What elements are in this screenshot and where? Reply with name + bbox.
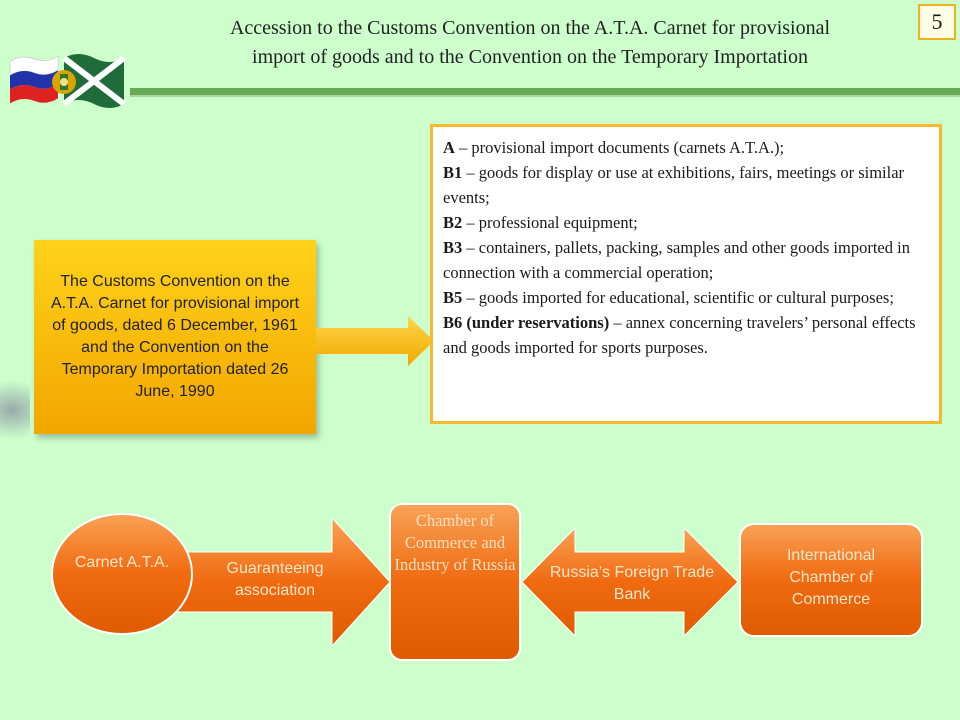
decorative-shadow bbox=[0, 380, 30, 440]
icc-box bbox=[739, 523, 923, 637]
title-line-2: import of goods and to the Convention on… bbox=[252, 46, 808, 68]
icc-label: International Chamber of Commerce bbox=[786, 547, 876, 608]
flow-diagram bbox=[51, 503, 923, 661]
carnet-label: Carnet A.T.A. bbox=[74, 554, 170, 571]
guarantee-arrow bbox=[177, 516, 391, 648]
annex-b6: B6 (under reservations) – annex concerni… bbox=[443, 313, 916, 357]
carnet-ellipse bbox=[51, 513, 193, 635]
convention-text: The Customs Convention on the A.T.A. Car… bbox=[50, 273, 300, 400]
header-rule-light bbox=[130, 95, 960, 97]
annex-b5: B5 – goods imported for educational, sci… bbox=[443, 288, 894, 307]
title-line-1: Accession to the Customs Convention on t… bbox=[229, 17, 831, 39]
page-number: 5 bbox=[918, 4, 956, 40]
flags-emblem-icon bbox=[9, 54, 126, 108]
right-arrow-icon bbox=[316, 316, 434, 366]
guarantee-label: Guaranteeing association bbox=[226, 560, 324, 599]
chamber-box bbox=[389, 503, 521, 661]
annex-b3: B3 – containers, pallets, packing, sampl… bbox=[443, 238, 910, 282]
annex-b1: B1 – goods for display or use at exhibit… bbox=[443, 163, 905, 207]
chamber-label: Chamber of Commerce and Industry of Russ… bbox=[394, 511, 516, 574]
annex-list: A – provisional import documents (carnet… bbox=[430, 124, 942, 424]
header-rule bbox=[130, 88, 960, 95]
bank-label: Russia’s Foreign Trade Bank bbox=[549, 564, 715, 603]
annex-b2: B2 – professional equipment; bbox=[443, 213, 638, 232]
bank-double-arrow bbox=[521, 526, 739, 638]
convention-box: The Customs Convention on the A.T.A. Car… bbox=[34, 240, 316, 434]
annex-a: A – provisional import documents (carnet… bbox=[443, 138, 785, 157]
page-title: Accession to the Customs Convention on t… bbox=[150, 14, 910, 72]
